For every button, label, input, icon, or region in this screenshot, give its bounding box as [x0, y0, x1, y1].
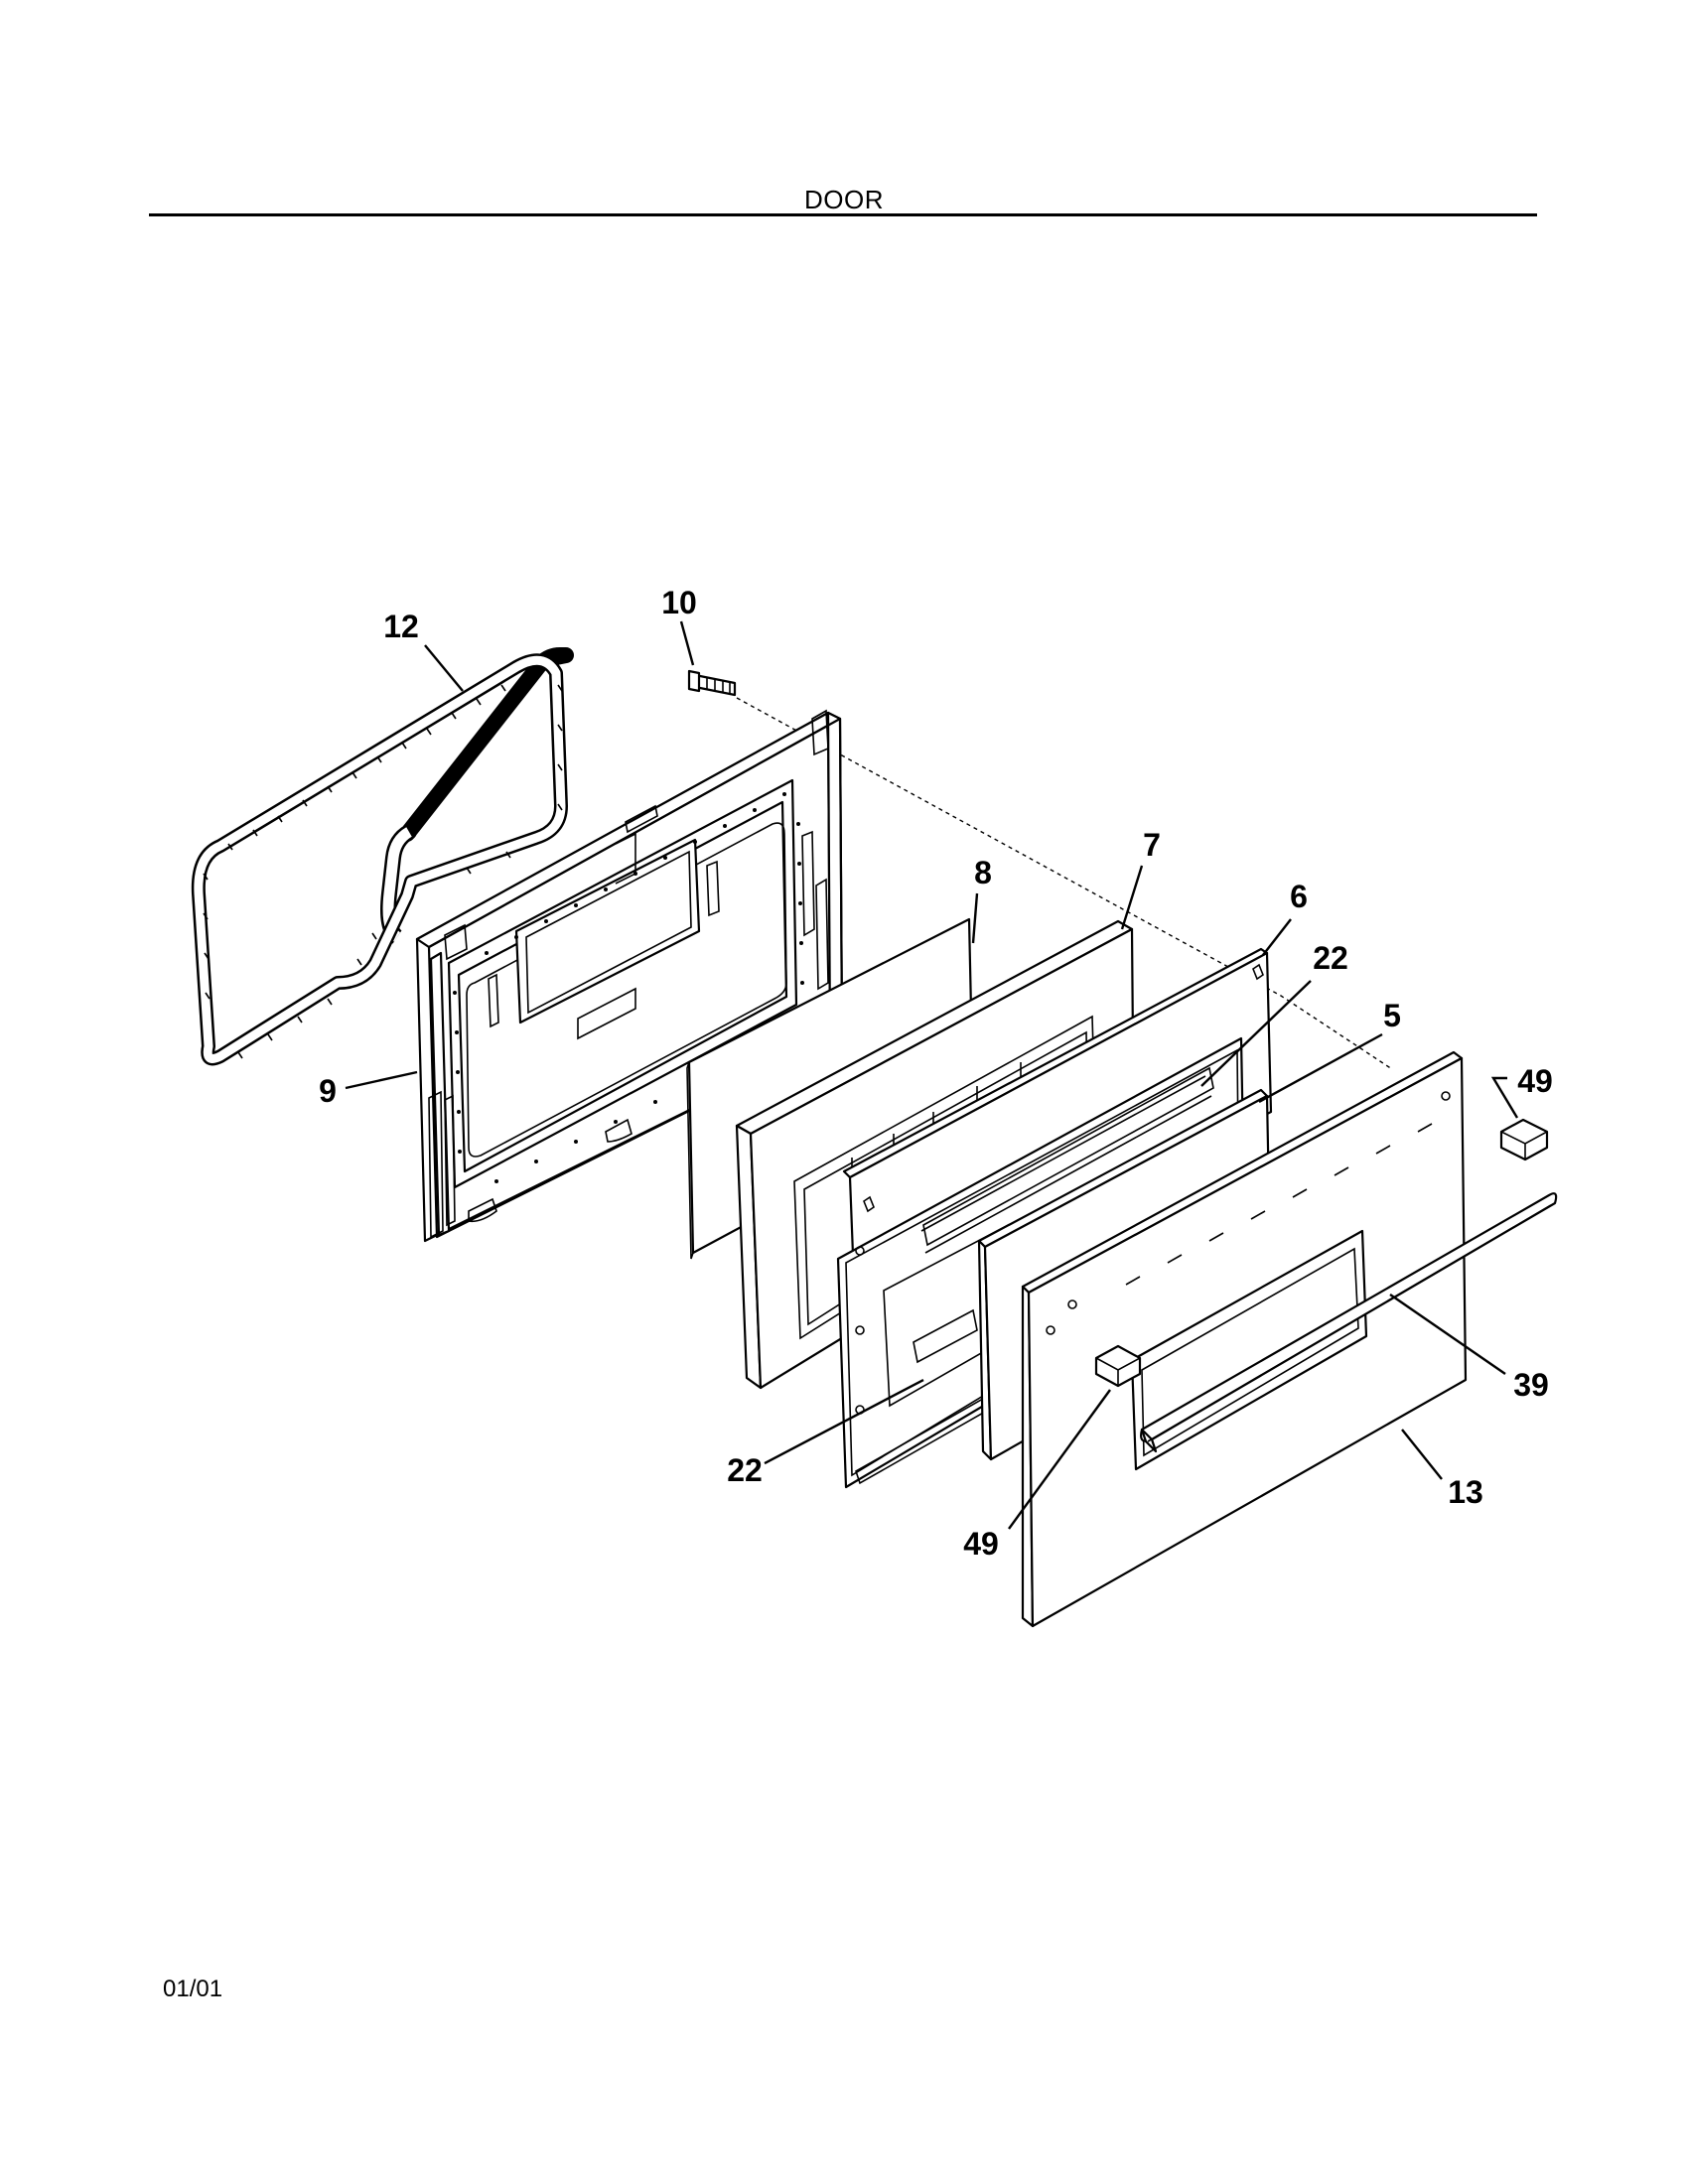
callout-39: 39 [1513, 1367, 1549, 1403]
callout-5: 5 [1383, 998, 1401, 1033]
screw-part [687, 669, 737, 697]
inner-door-frame-part [415, 709, 844, 1243]
callout-8: 8 [974, 855, 992, 890]
leader-22-lower [764, 1378, 924, 1465]
callout-12: 12 [383, 609, 419, 644]
page-title: DOOR [804, 185, 884, 214]
leader-39 [1389, 1294, 1506, 1375]
title-rule [149, 213, 1537, 216]
callout-13: 13 [1448, 1474, 1483, 1510]
leader-5 [1258, 1032, 1383, 1104]
callout-6: 6 [1290, 879, 1308, 914]
leader-22-upper [1200, 980, 1312, 1087]
alignment-line [736, 697, 1393, 1070]
leader-6 [1262, 918, 1292, 956]
callout-49-left: 49 [963, 1526, 999, 1562]
leader-10 [679, 620, 695, 666]
callout-7: 7 [1143, 827, 1161, 863]
handle-endcap-left-part [1094, 1344, 1142, 1388]
callout-22-lower: 22 [727, 1452, 763, 1488]
leader-7 [1120, 865, 1144, 930]
leader-49-left [1008, 1389, 1111, 1530]
callout-10: 10 [661, 585, 697, 620]
footer-date-code: 01/01 [163, 1976, 223, 2002]
leader-49-right [1490, 1076, 1519, 1119]
door-handle-part [1140, 1192, 1558, 1453]
leader-13 [1401, 1429, 1443, 1480]
handle-endcap-right-part [1499, 1118, 1549, 1161]
callout-9: 9 [319, 1073, 337, 1109]
callout-49-right: 49 [1517, 1063, 1553, 1099]
callout-22-upper: 22 [1313, 940, 1348, 976]
leader-8 [971, 892, 979, 944]
leader-9 [345, 1070, 418, 1090]
leader-12 [424, 644, 464, 692]
gasket-part [191, 647, 574, 1066]
